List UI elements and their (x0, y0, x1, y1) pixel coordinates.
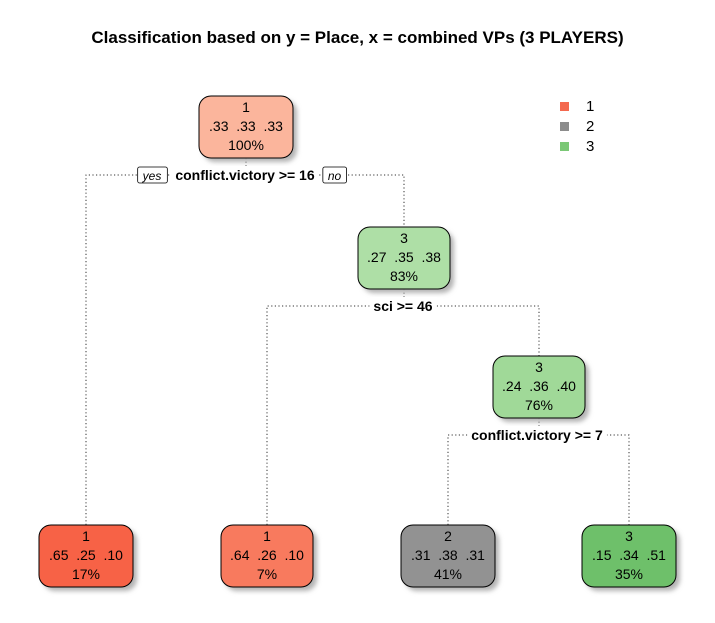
node-box (400, 524, 496, 588)
node-class: 1 (242, 99, 250, 115)
node-box (492, 355, 586, 419)
split-text-s3: conflict.victory >= 7 (471, 427, 603, 443)
tree-edges (85, 158, 630, 525)
node-box (581, 524, 677, 588)
no-label-frame (322, 166, 347, 184)
split-labels: conflict.victory >= 16 yes no sci >= 46 conf… (137, 166, 607, 444)
node-pct: 83% (390, 268, 418, 284)
node-leaf2: 1 .64 .26 .10 7% (220, 524, 317, 591)
yes-label-box: yes (137, 166, 168, 184)
tree-nodes: 1 .33 .33 .33 100% 3 .27 .35 .38 83% 3 .24 .36 … (38, 95, 680, 591)
node-class: 1 (82, 528, 90, 544)
node-pct: 35% (615, 566, 643, 582)
node-box (198, 95, 294, 159)
yes-label: yes (142, 169, 162, 183)
node-pct: 76% (525, 397, 553, 413)
node-pct: 17% (72, 566, 100, 582)
split-label-s2: sci >= 46 (369, 297, 437, 315)
edge-s3 (447, 434, 630, 525)
legend-item-2: 2 (560, 116, 594, 136)
node-class: 3 (625, 528, 633, 544)
node-class: 3 (535, 359, 543, 375)
legend-label-3: 3 (586, 137, 595, 155)
node-pct: 100% (228, 137, 264, 153)
node-probs: .33 .33 .33 (209, 118, 283, 134)
node-leaf4: 3 .15 .34 .51 35% (581, 524, 680, 591)
node-probs: .15 .34 .51 (592, 547, 666, 563)
legend-swatch-3 (560, 141, 569, 151)
node-class: 3 (400, 230, 408, 246)
node-box (38, 524, 134, 588)
no-label-box: no (322, 166, 347, 184)
node-leaf1: 1 .65 .25 .10 17% (38, 524, 137, 591)
legend-label-2: 2 (586, 117, 595, 135)
node-root: 1 .33 .33 .33 100% (198, 95, 297, 162)
node-class: 1 (263, 528, 271, 544)
node-class: 2 (444, 528, 452, 544)
node-probs: .65 .25 .10 (49, 547, 123, 563)
legend-item-3: 3 (560, 136, 594, 156)
split-label-bg-s2 (369, 297, 437, 315)
split-text-s2: sci >= 46 (373, 298, 432, 314)
legend-label-1: 1 (586, 97, 595, 115)
legend: 1 2 3 (560, 96, 594, 156)
legend-swatch-1 (560, 101, 569, 111)
edge-s1 (85, 174, 405, 525)
yes-label-frame (137, 166, 168, 184)
no-label: no (328, 169, 342, 183)
chart-title: Classification based on y = Place, x = c… (91, 28, 624, 47)
node-leaf3: 2 .31 .38 .31 41% (400, 524, 499, 591)
node-box (357, 226, 451, 290)
node-n2: 3 .27 .35 .38 83% (357, 226, 454, 293)
split-label-s3: conflict.victory >= 7 (467, 426, 607, 444)
node-probs: .27 .35 .38 (367, 249, 441, 265)
legend-swatch-2 (560, 121, 569, 131)
split-text-s1: conflict.victory >= 16 (175, 167, 314, 183)
split-label-bg-s1 (171, 166, 319, 184)
split-label-s1: conflict.victory >= 16 (171, 166, 319, 184)
node-probs: .64 .26 .10 (230, 547, 304, 563)
split-label-bg-s3 (467, 426, 607, 444)
node-probs: .24 .36 .40 (502, 378, 576, 394)
node-pct: 41% (434, 566, 462, 582)
legend-item-1: 1 (560, 96, 594, 116)
node-probs: .31 .38 .31 (411, 547, 485, 563)
edge-s2 (266, 305, 540, 525)
node-box (220, 524, 314, 588)
node-pct: 7% (257, 566, 277, 582)
node-n3: 3 .24 .36 .40 76% (492, 355, 589, 422)
